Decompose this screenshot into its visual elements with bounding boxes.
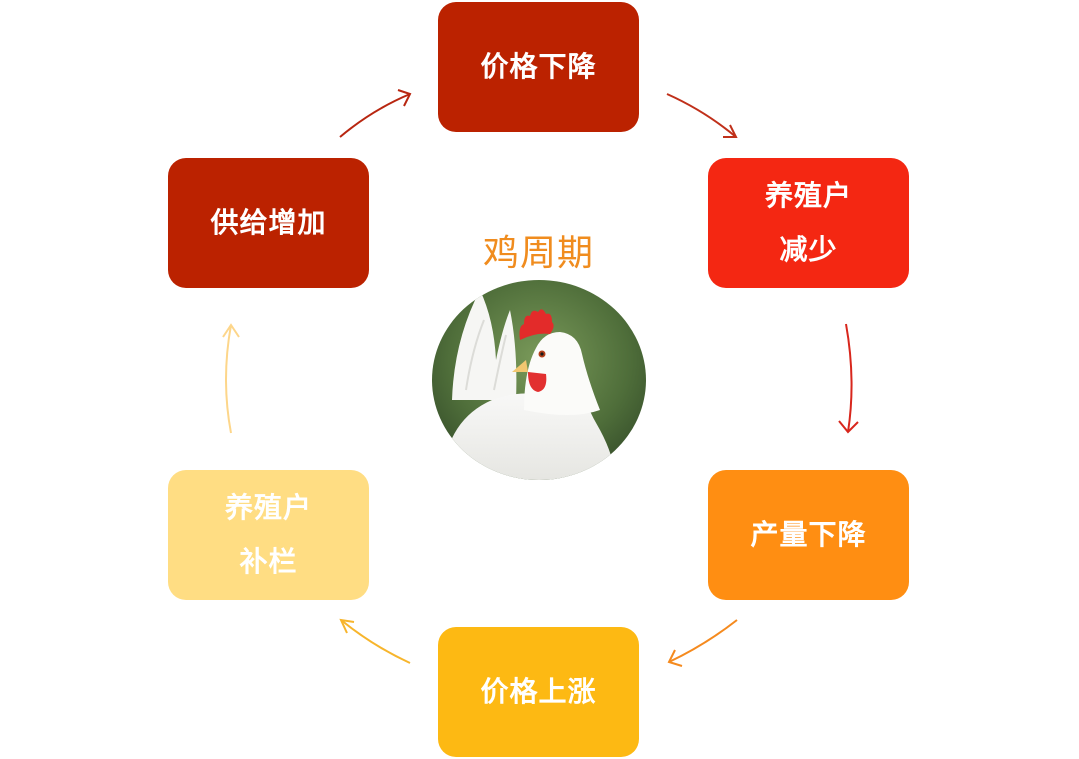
step-label: 供给增加 — [210, 206, 327, 239]
cycle-step-farmers-restock: 养殖户 补栏 — [168, 470, 369, 600]
cycle-step-price-drop: 价格下降 — [438, 2, 639, 132]
arrow-left-to-top — [339, 89, 412, 138]
cycle-step-output-drop: 产量下降 — [708, 470, 909, 600]
step-label: 减少 — [779, 233, 838, 266]
diagram-title: 鸡周期 — [482, 233, 594, 274]
arrow-bottom-to-bl — [339, 618, 411, 664]
step-label: 补栏 — [239, 545, 298, 578]
arrow-bl-to-left — [222, 323, 240, 434]
cycle-step-supply-increase: 供给增加 — [168, 158, 369, 288]
cycle-step-farmers-decrease: 养殖户 减少 — [708, 158, 909, 288]
arrow-br-to-bottom — [667, 619, 738, 667]
step-label: 价格上涨 — [480, 675, 597, 708]
step-label: 价格下降 — [480, 50, 597, 83]
cycle-step-price-rise: 价格上涨 — [438, 627, 639, 757]
step-label: 养殖户 — [224, 491, 312, 524]
step-label: 养殖户 — [764, 179, 852, 212]
arrow-top-to-right — [666, 93, 738, 138]
chicken-photo — [432, 280, 646, 480]
step-label: 产量下降 — [750, 518, 867, 551]
arrow-right-to-br — [838, 323, 859, 434]
